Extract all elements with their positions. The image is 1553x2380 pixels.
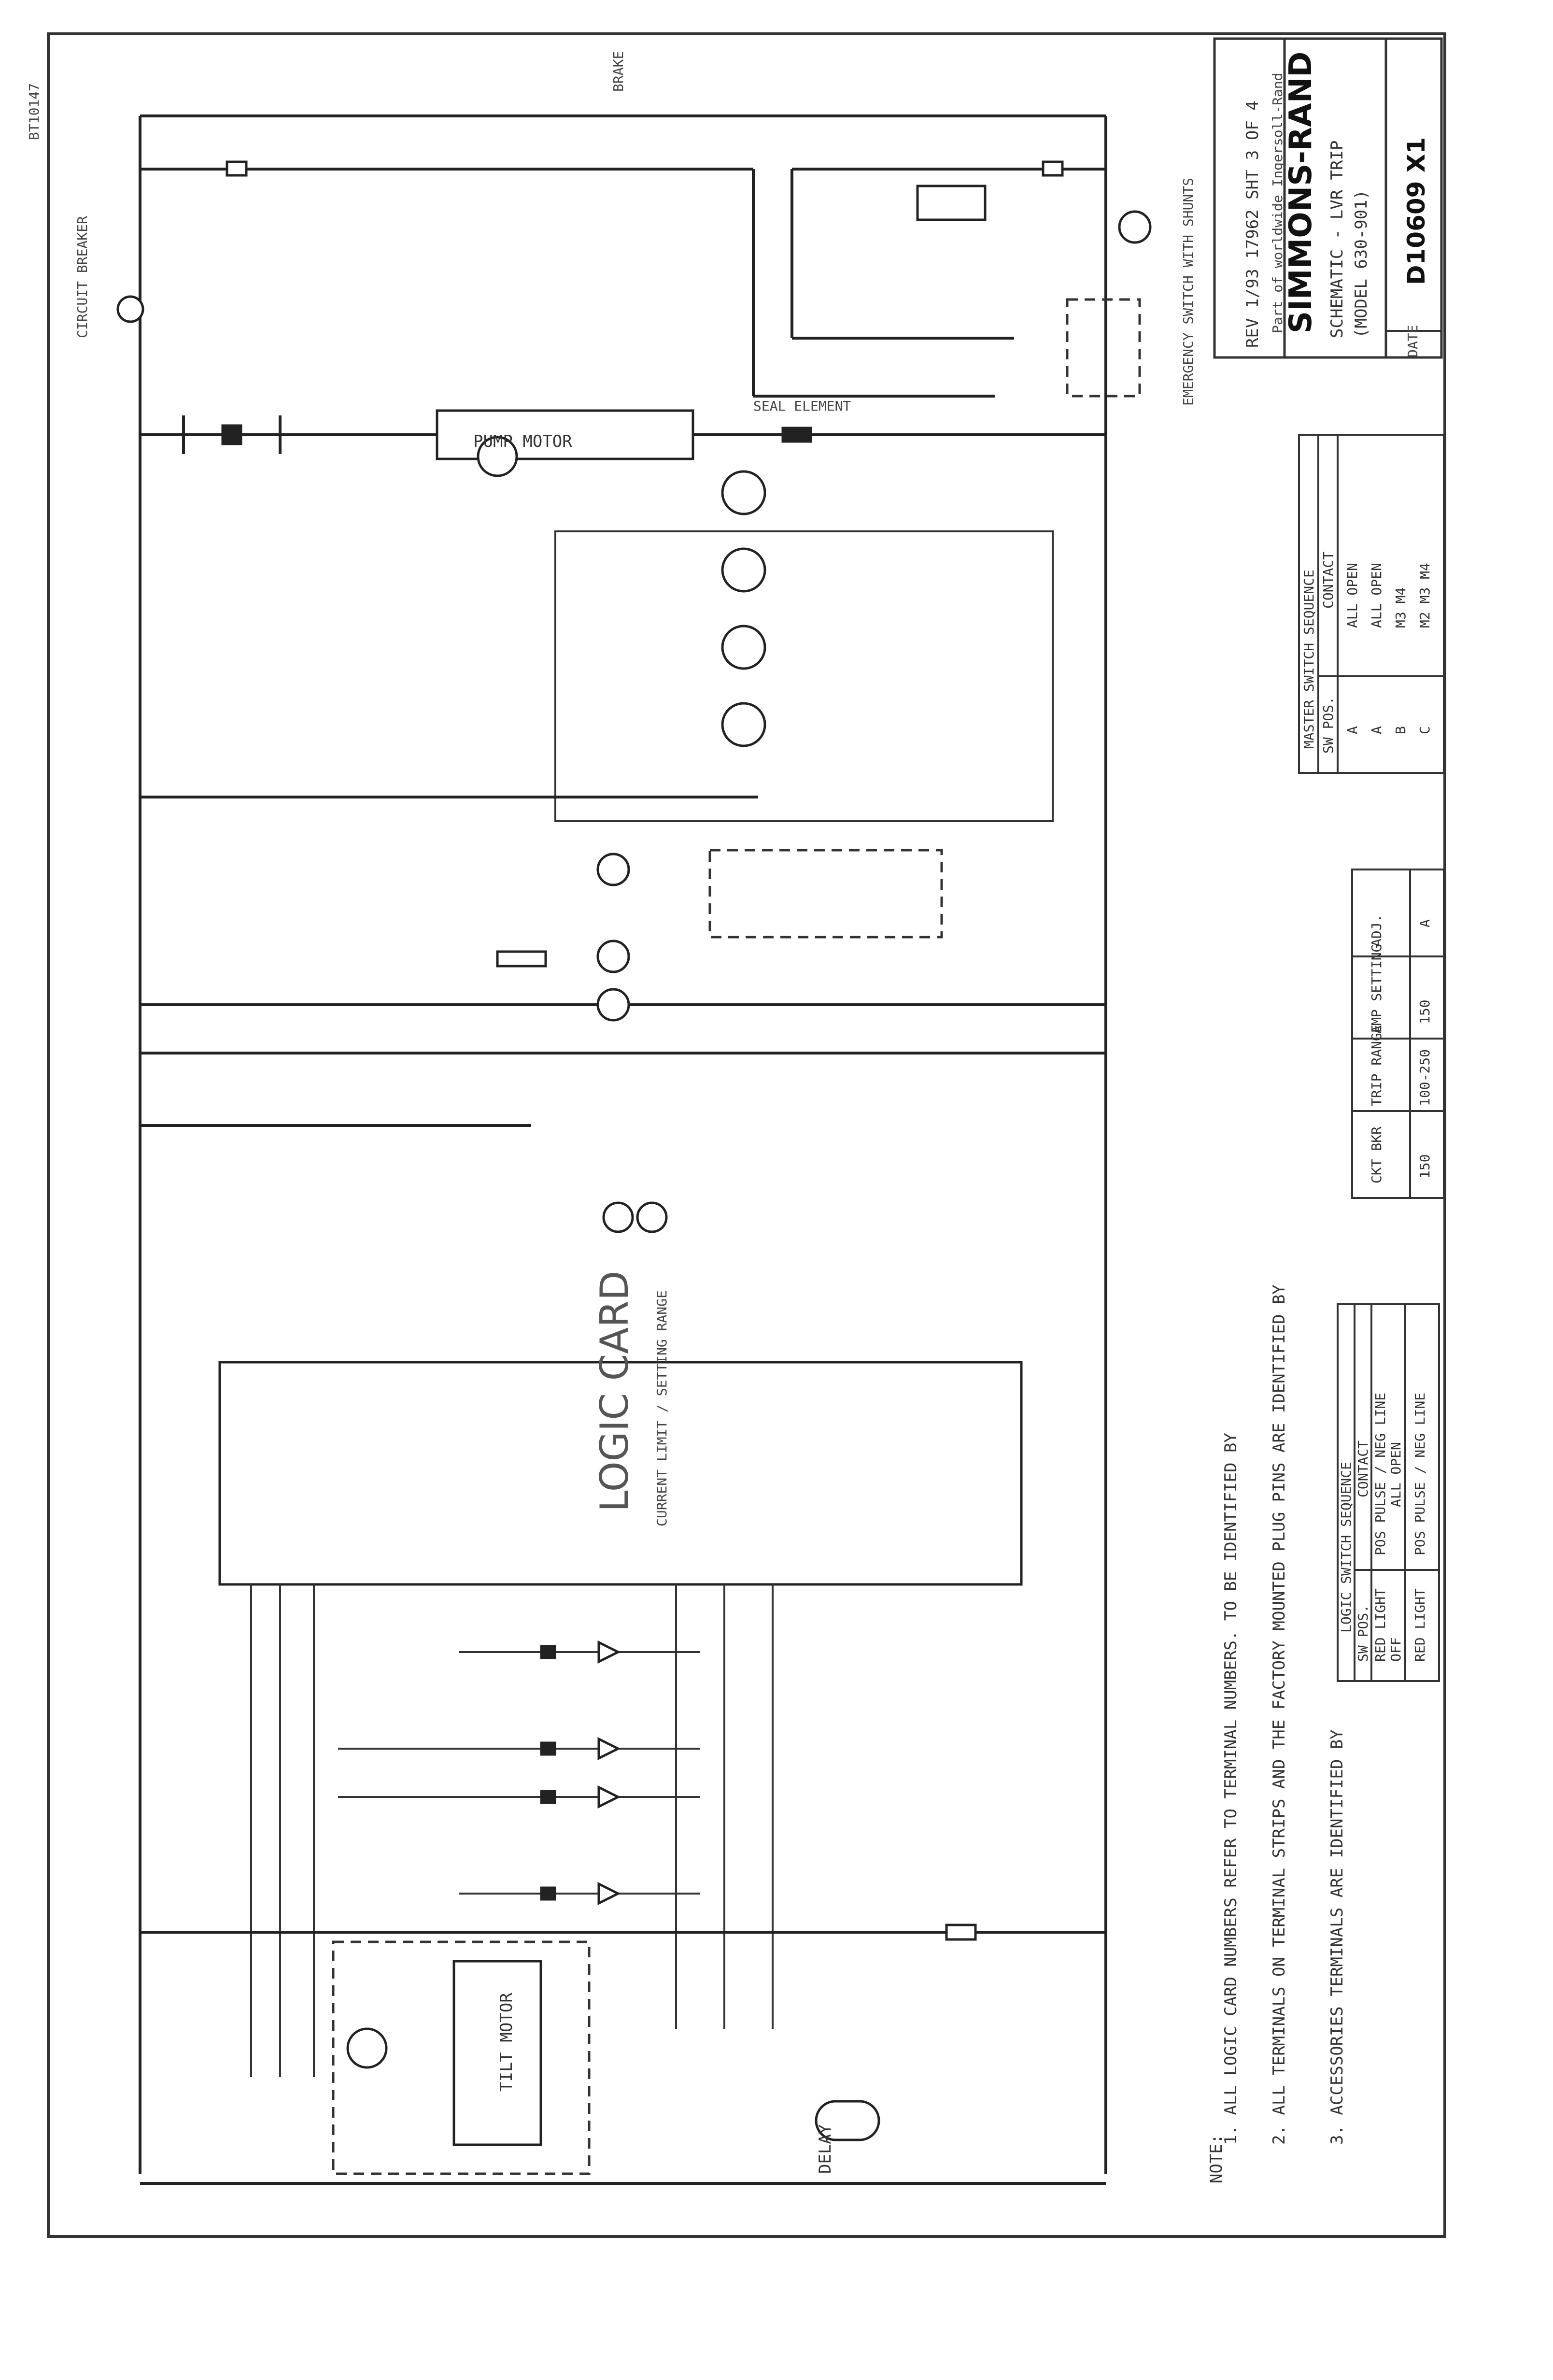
logic-header-pos: SW POS. bbox=[1355, 1605, 1371, 1662]
note-3: 3. ACCESSORIES TERMINALS ARE IDENTIFIED … bbox=[1327, 1729, 1347, 2145]
logic-row-1-contact: POS PULSE / NEG LINE bbox=[1372, 1393, 1388, 1555]
master-row-4-contact: M2 M3 M4 bbox=[1417, 563, 1433, 628]
master-row-1-contact: ALL OPEN bbox=[1344, 563, 1360, 628]
emergency-switch-label: EMERGENCY SWITCH WITH SHUNTS bbox=[1180, 178, 1196, 406]
logic-switch-title: LOGIC SWITCH SEQUENCE bbox=[1338, 1462, 1354, 1633]
motor-icon bbox=[596, 853, 630, 886]
logic-row-2-contact: ALL OPEN bbox=[1388, 1442, 1404, 1507]
seal-element-label: SEAL ELEMENT bbox=[753, 398, 851, 414]
lamp-icon bbox=[721, 702, 766, 747]
logic-row-3-contact: POS PULSE / NEG LINE bbox=[1412, 1393, 1428, 1555]
trip-value-adj: A bbox=[1417, 919, 1433, 927]
note-2: 2. ALL TERMINALS ON TERMINAL STRIPS AND … bbox=[1270, 1284, 1289, 2145]
resistor-icon bbox=[945, 1924, 977, 1941]
master-switch-table: MASTER SWITCH SEQUENCE SW POS. CONTACT A… bbox=[1298, 434, 1445, 774]
master-header-contact: CONTACT bbox=[1320, 552, 1336, 609]
trip-header-ckt: CKT BKR bbox=[1369, 1126, 1384, 1183]
lamp-icon bbox=[721, 625, 766, 670]
logic-row-2-pos: OFF bbox=[1388, 1637, 1404, 1662]
diode-icon bbox=[540, 1741, 556, 1756]
trip-header-amp: AMP SETTING bbox=[1369, 944, 1384, 1034]
lamp-icon bbox=[721, 547, 766, 593]
trip-value-range: 100-250 bbox=[1417, 1049, 1433, 1106]
pump-motor-icon bbox=[477, 436, 518, 477]
delay-icon bbox=[815, 2100, 880, 2141]
rev-line: REV 1/93 17962 SHT 3 OF 4 bbox=[1243, 100, 1262, 348]
trip-header-range: TRIP RANGE bbox=[1369, 1025, 1384, 1106]
trip-value-amp: 150 bbox=[1417, 999, 1433, 1024]
amplifier-icon bbox=[597, 1785, 621, 1809]
corner-mark: BT10147 bbox=[26, 83, 42, 140]
logic-card-label: LOGIC CARD bbox=[592, 1271, 637, 1512]
relay-coil-icon bbox=[916, 185, 987, 221]
motor-icon bbox=[596, 940, 630, 973]
note-1: 1. ALL LOGIC CARD NUMBERS REFER TO TERMI… bbox=[1221, 1433, 1241, 2145]
master-header-pos: SW POS. bbox=[1320, 697, 1336, 754]
diode-icon bbox=[540, 1886, 556, 1901]
logic-card-sublabel: CURRENT LIMIT / SETTING RANGE bbox=[654, 1290, 670, 1526]
master-row-3-contact: M3 M4 bbox=[1393, 587, 1409, 628]
logic-card bbox=[218, 1361, 1023, 1586]
tilt-motor-box bbox=[332, 1940, 591, 2175]
pump-motor-box bbox=[436, 409, 694, 460]
delay-label: DELAY bbox=[816, 2124, 835, 2174]
brand-name: SIMMONS-RAND bbox=[1283, 52, 1319, 333]
brand-sub: Part of worldwide Ingersoll-Rand bbox=[1270, 73, 1285, 333]
lamp-icon bbox=[721, 470, 766, 515]
logic-header-contact: CONTACT bbox=[1355, 1440, 1371, 1497]
motor-icon bbox=[596, 988, 630, 1022]
master-row-2-pos: A bbox=[1369, 726, 1384, 734]
date-label: DATE bbox=[1405, 325, 1421, 357]
trip-value-ckt: 150 bbox=[1417, 1154, 1433, 1179]
master-row-4-pos: C bbox=[1417, 726, 1433, 734]
diode-icon bbox=[221, 424, 242, 445]
trip-header-adj: ADJ. bbox=[1369, 914, 1384, 947]
lamp-icon bbox=[636, 1201, 668, 1233]
logic-row-3-pos: RED LIGHT bbox=[1412, 1588, 1428, 1662]
circuit-breaker-icon bbox=[116, 295, 144, 323]
master-switch-title: MASTER SWITCH SEQUENCE bbox=[1301, 570, 1317, 749]
lamp-network bbox=[554, 530, 1054, 822]
pump-motor-label: PUMP MOTOR bbox=[473, 432, 572, 451]
drawing-number: D10609 X1 bbox=[1402, 137, 1430, 285]
tilt-motor-winding bbox=[452, 1960, 542, 2146]
logic-row-1-pos: RED LIGHT bbox=[1372, 1588, 1388, 1662]
seal-element-icon bbox=[781, 427, 812, 443]
notes-label: NOTE: bbox=[1207, 2134, 1226, 2183]
tilt-motor-label: TILT MOTOR bbox=[497, 1993, 516, 2092]
amplifier-icon bbox=[597, 1640, 621, 1664]
amplifier-icon bbox=[597, 1881, 621, 1906]
tilt-motor-icon bbox=[346, 2027, 388, 2069]
fuse-icon bbox=[226, 160, 248, 177]
circuit-breaker-label: CIRCUIT BREAKER bbox=[74, 216, 90, 338]
master-row-2-contact: ALL OPEN bbox=[1369, 563, 1384, 628]
amplifier-icon bbox=[597, 1737, 621, 1761]
emergency-switch-icon bbox=[1066, 298, 1141, 398]
notes-block: NOTE: 1. ALL LOGIC CARD NUMBERS REFER TO… bbox=[1207, 1284, 1347, 2183]
lamp-icon bbox=[602, 1201, 634, 1233]
master-row-3-pos: B bbox=[1393, 726, 1409, 734]
diode-icon bbox=[540, 1645, 556, 1659]
trip-table: CKT BKR TRIP RANGE AMP SETTING ADJ. 150 … bbox=[1351, 869, 1445, 1199]
top-wire-label: BRAKE bbox=[610, 51, 626, 92]
title-line-1: SCHEMATIC - LVR TRIP bbox=[1327, 141, 1347, 338]
resistor-icon bbox=[496, 950, 547, 968]
lamp-icon bbox=[1118, 210, 1152, 244]
title-line-2: (MODEL 630-901) bbox=[1352, 190, 1371, 338]
relay-block bbox=[708, 849, 943, 939]
diode-icon bbox=[540, 1790, 556, 1804]
fuse-icon bbox=[1042, 160, 1064, 177]
logic-switch-table: LOGIC SWITCH SEQUENCE SW POS. CONTACT RE… bbox=[1337, 1303, 1440, 1682]
title-block: REV 1/93 17962 SHT 3 OF 4 SIMMONS-RAND P… bbox=[1213, 37, 1443, 359]
master-row-1-pos: A bbox=[1344, 726, 1360, 734]
